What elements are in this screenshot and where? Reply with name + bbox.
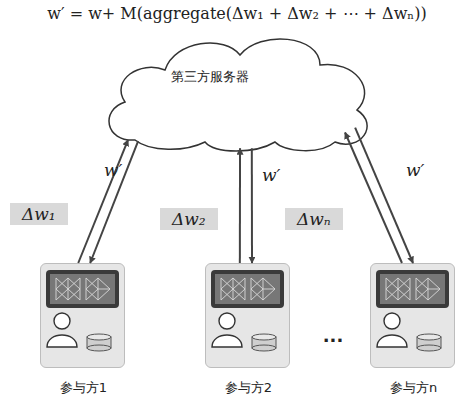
update-label: Δw₂ bbox=[160, 208, 218, 230]
cloud-shape bbox=[109, 39, 367, 151]
flow-arrow bbox=[251, 148, 253, 263]
participant-label: 参与方n bbox=[371, 379, 456, 397]
update-label: Δw₁ bbox=[10, 203, 68, 225]
participant-box: 参与方n bbox=[370, 263, 455, 368]
participant-box: 参与方2 bbox=[205, 263, 290, 368]
update-label: Δwₙ bbox=[285, 208, 343, 230]
server-label: 第三方服务器 bbox=[95, 68, 325, 86]
update-formula: w′ = w+ M(aggregate(Δw₁ + Δw₂ + ⋯ + Δwₙ)… bbox=[0, 4, 474, 23]
flow-arrow bbox=[78, 140, 128, 263]
participant-box: 参与方1 bbox=[40, 263, 125, 368]
flow-arrow bbox=[90, 141, 138, 263]
flow-arrow bbox=[355, 128, 413, 263]
cloud-outline bbox=[95, 30, 375, 152]
flow-arrow bbox=[239, 148, 241, 263]
model-label: w′ bbox=[262, 165, 280, 185]
server-cloud: 第三方服务器 bbox=[95, 30, 375, 152]
participant-label: 参与方2 bbox=[206, 379, 291, 397]
participant-label: 参与方1 bbox=[41, 379, 126, 397]
model-label: w′ bbox=[104, 160, 122, 180]
ellipsis-mark: ··· bbox=[318, 330, 348, 351]
flow-arrow bbox=[345, 132, 402, 263]
model-label: w′ bbox=[406, 160, 424, 180]
